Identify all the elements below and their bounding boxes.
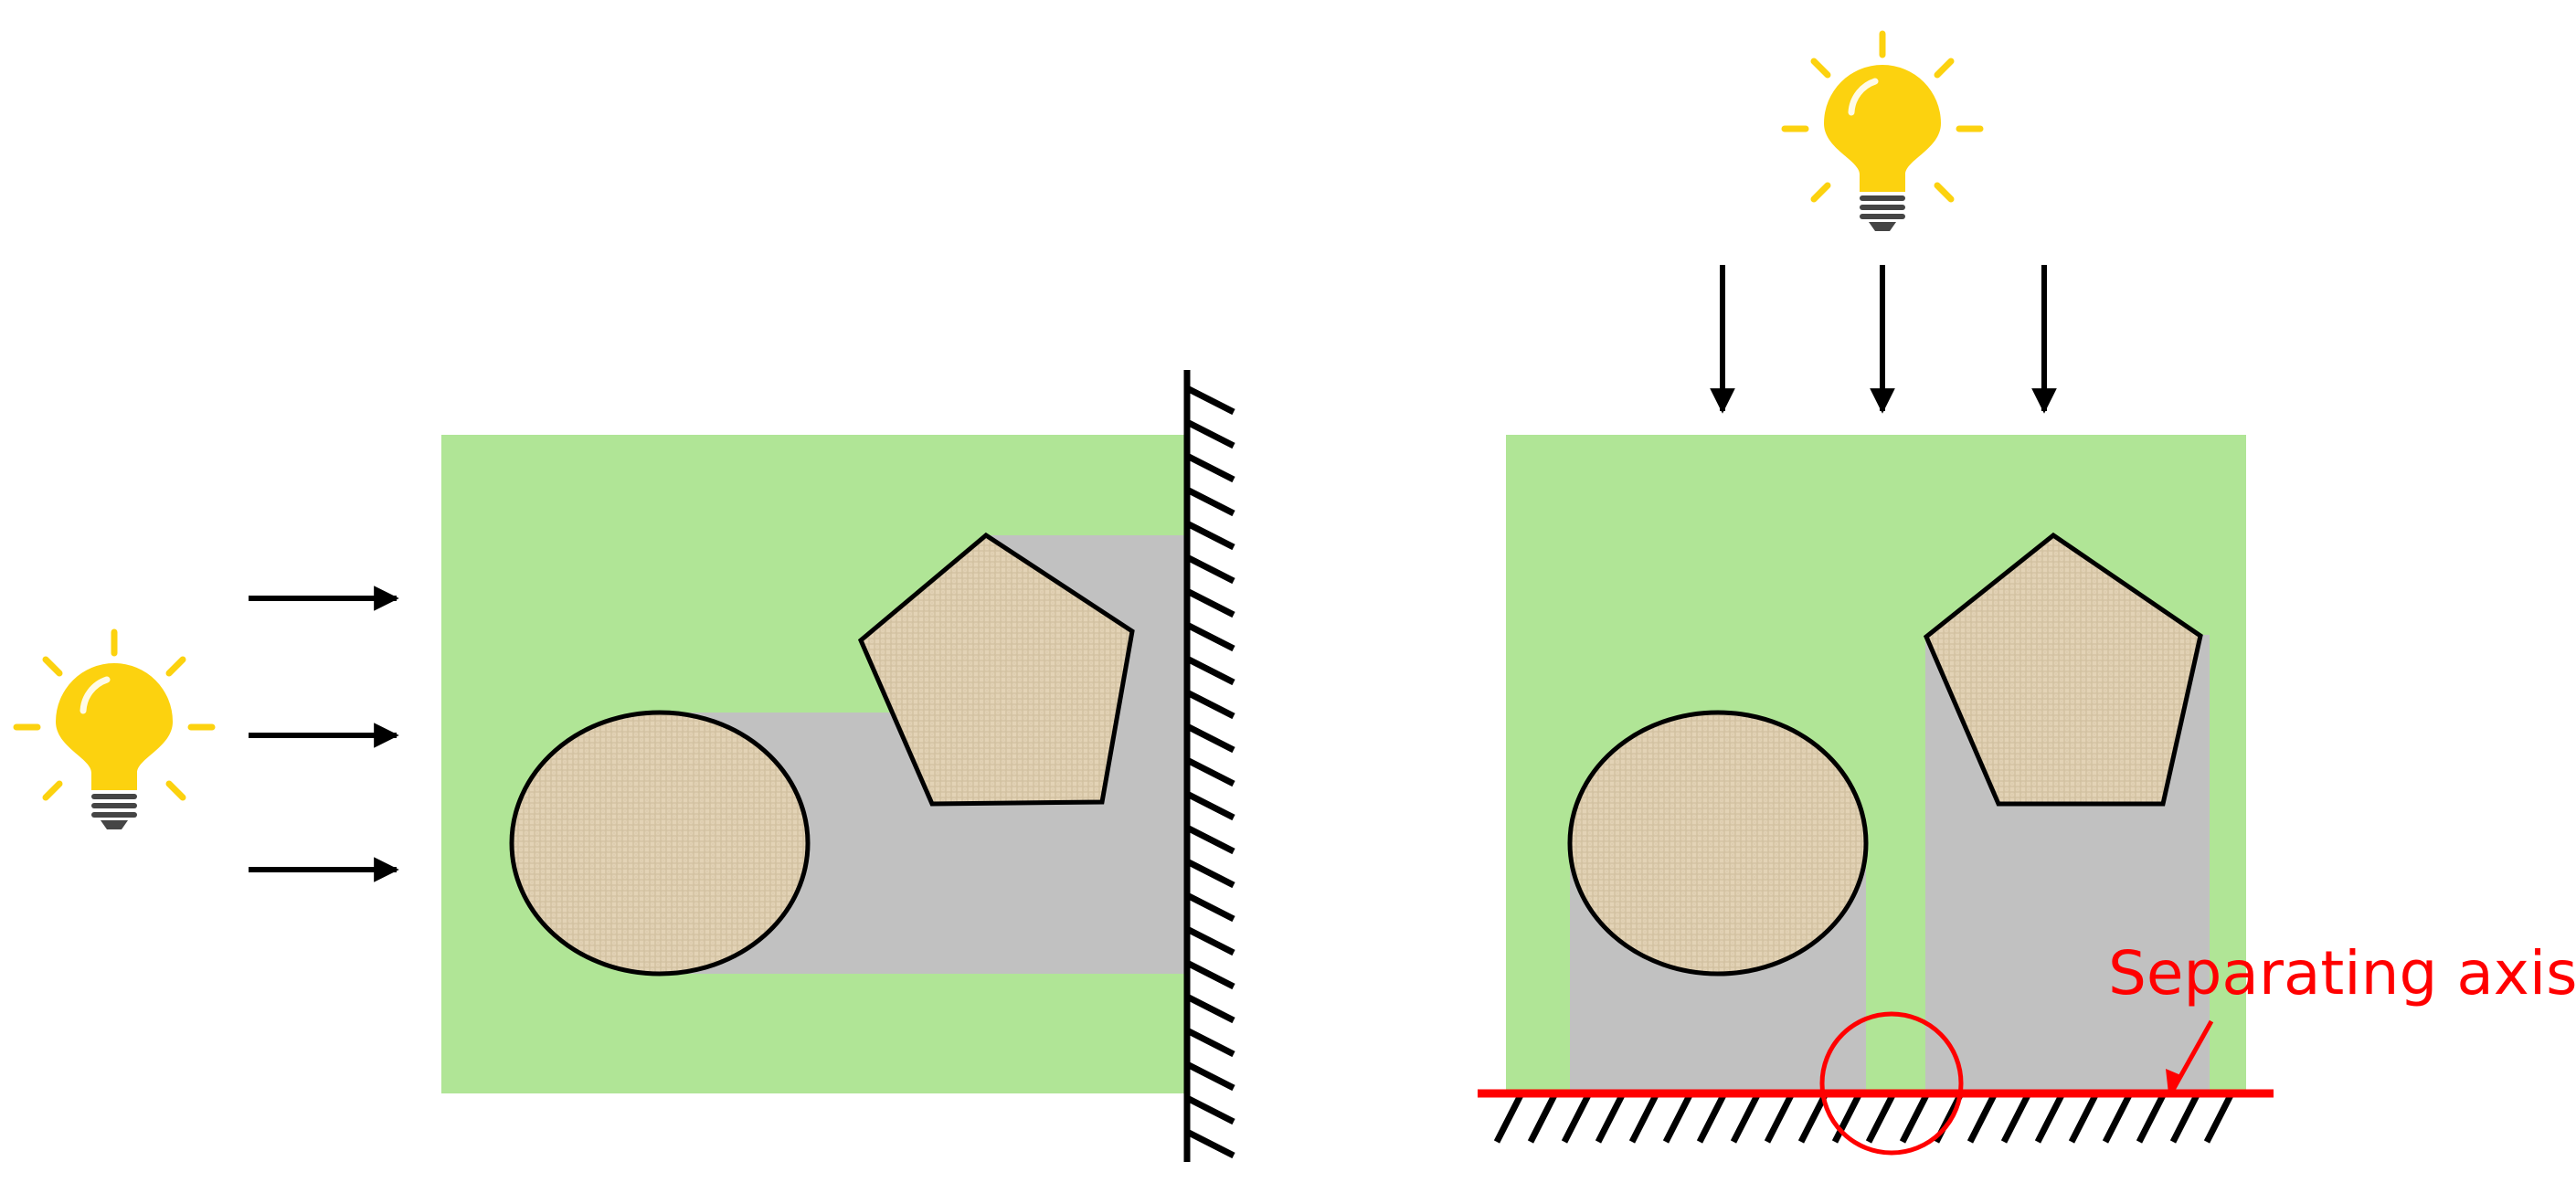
hatch-mark	[1185, 554, 1235, 585]
hatch-mark	[1764, 1092, 1796, 1144]
hatch-mark	[1185, 790, 1235, 821]
gap-highlight-circle	[1819, 1011, 1964, 1156]
hatch-mark	[1628, 1092, 1660, 1144]
hatch-mark	[1595, 1092, 1627, 1144]
hatch-mark	[1730, 1092, 1762, 1144]
light-bulb-icon	[1785, 34, 1980, 231]
hatch-mark	[1493, 1092, 1525, 1144]
left-wall	[1183, 370, 1235, 1162]
left-circle-object	[509, 710, 811, 977]
light-bulb-icon	[16, 632, 212, 829]
hatch-mark	[1865, 1092, 1897, 1144]
hatch-mark	[1185, 1128, 1235, 1159]
hatch-mark	[1185, 486, 1235, 517]
hatch-mark	[2136, 1092, 2168, 1144]
hatch-mark	[1185, 655, 1235, 686]
hatch-mark	[1185, 892, 1235, 923]
hatch-mark	[2169, 1092, 2201, 1144]
hatch-mark	[1185, 689, 1235, 720]
right-light-rays	[1710, 265, 2057, 414]
hatch-mark	[2000, 1092, 2032, 1144]
hatch-mark	[1185, 993, 1235, 1024]
hatch-mark	[1185, 959, 1235, 990]
right-circle-object	[1567, 710, 1869, 977]
hatch-mark	[1966, 1092, 1998, 1144]
hatch-mark	[1662, 1092, 1694, 1144]
right-ground	[1478, 1089, 2274, 1144]
hatch-mark	[1185, 824, 1235, 855]
hatch-mark	[1185, 1094, 1235, 1125]
hatch-mark	[1185, 520, 1235, 551]
hatch-mark	[1527, 1092, 1559, 1144]
hatch-mark	[1185, 858, 1235, 889]
hatch-mark	[1185, 452, 1235, 483]
right-pentagon-object	[1923, 532, 2203, 807]
hatch-mark	[1185, 418, 1235, 449]
hatch-mark	[1185, 385, 1235, 416]
hatch-mark	[2102, 1092, 2134, 1144]
label-pointer-head	[2166, 1069, 2183, 1093]
hatch-mark	[1185, 756, 1235, 787]
hatch-mark	[2068, 1092, 2100, 1144]
hatch-mark	[1696, 1092, 1728, 1144]
left-light-rays	[249, 586, 399, 882]
hatch-mark	[2034, 1092, 2066, 1144]
hatch-mark	[1185, 723, 1235, 754]
hatch-mark	[1797, 1092, 1829, 1144]
right-ground-hatching	[1493, 1092, 2235, 1144]
hatch-mark	[1185, 1061, 1235, 1092]
hatch-mark	[1561, 1092, 1593, 1144]
left-pentagon-object	[857, 532, 1135, 807]
hatch-mark	[1185, 621, 1235, 652]
right-panel: Separating axis	[1478, 34, 2576, 1156]
left-wall-hatching	[1185, 385, 1235, 1159]
hatch-mark	[1831, 1092, 1863, 1144]
hatch-mark	[2203, 1092, 2235, 1144]
separating-axis-label: Separating axis	[2108, 938, 2576, 1008]
hatch-mark	[1185, 1027, 1235, 1058]
left-panel	[16, 370, 1235, 1162]
hatch-mark	[1899, 1092, 1931, 1144]
hatch-mark	[1185, 587, 1235, 618]
hatch-mark	[1185, 925, 1235, 956]
